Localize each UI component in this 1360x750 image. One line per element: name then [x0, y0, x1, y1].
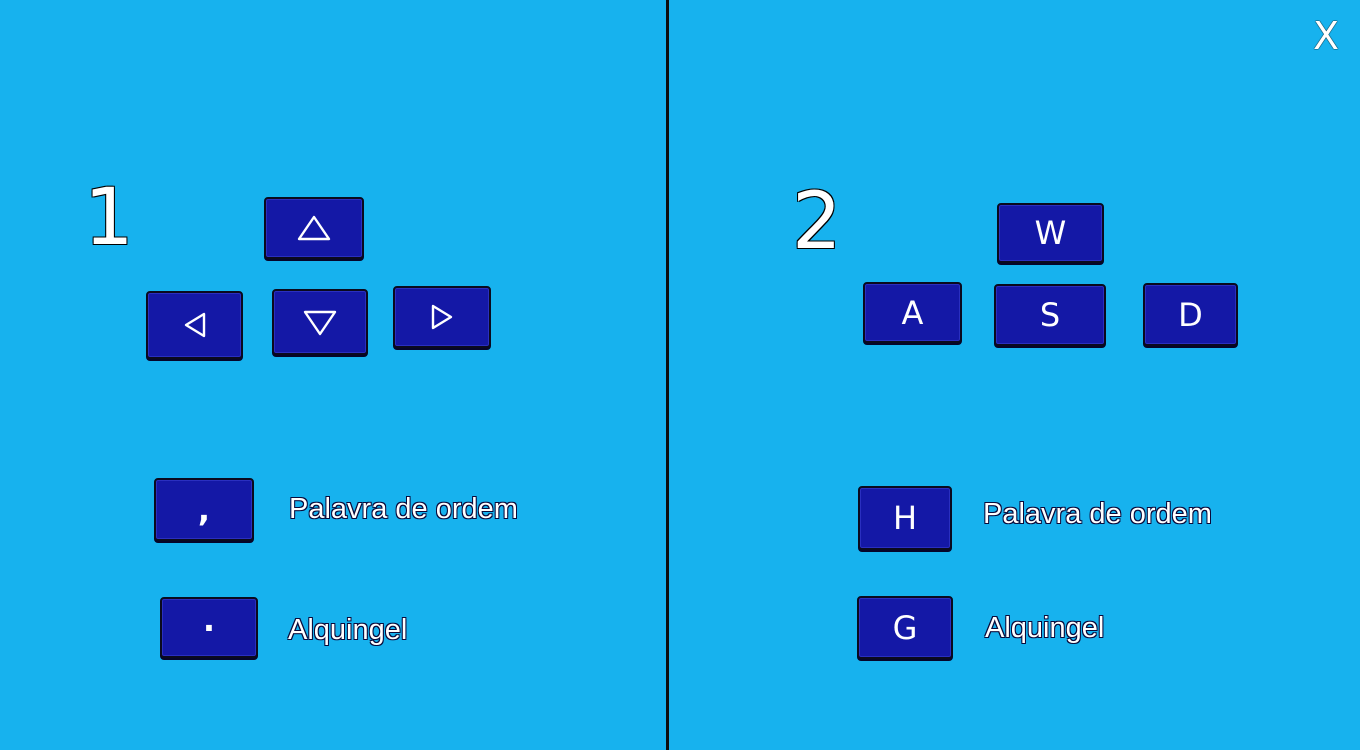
player1-up-key[interactable] — [264, 197, 364, 259]
arrow-down-icon — [302, 307, 338, 337]
arrow-right-icon — [427, 302, 457, 332]
player2-up-key[interactable]: W — [997, 203, 1104, 263]
w-key-glyph: W — [1034, 214, 1067, 252]
period-key-glyph: · — [202, 608, 216, 647]
s-key-glyph: S — [1039, 296, 1061, 334]
arrow-left-icon — [180, 310, 210, 340]
player1-action-label-2: Alquingel — [288, 614, 408, 646]
close-button[interactable]: X — [1312, 14, 1340, 58]
player1-action-label-1: Palavra de ordem — [289, 493, 518, 525]
player1-action-key-2[interactable]: · — [160, 597, 258, 658]
player2-left-key[interactable]: A — [863, 282, 962, 343]
player2-action-label-2: Alquingel — [985, 612, 1105, 644]
divider — [666, 0, 669, 750]
player1-left-key[interactable] — [146, 291, 243, 359]
player1-action-key-1[interactable]: , — [154, 478, 254, 541]
player2-down-key[interactable]: S — [994, 284, 1106, 346]
arrow-up-icon — [296, 213, 332, 243]
a-key-glyph: A — [901, 293, 924, 332]
comma-key-glyph: , — [197, 490, 211, 529]
d-key-glyph: D — [1178, 295, 1203, 334]
player1-down-key[interactable] — [272, 289, 368, 355]
player2-action-key-2[interactable]: G — [857, 596, 953, 659]
player2-number: 2 — [792, 177, 842, 267]
g-key-glyph: G — [892, 608, 918, 647]
player2-right-key[interactable]: D — [1143, 283, 1238, 346]
h-key-glyph: H — [892, 499, 918, 537]
player2-action-label-1: Palavra de ordem — [983, 498, 1212, 530]
player1-number: 1 — [84, 173, 134, 263]
player2-action-key-1[interactable]: H — [858, 486, 952, 550]
player1-right-key[interactable] — [393, 286, 491, 348]
